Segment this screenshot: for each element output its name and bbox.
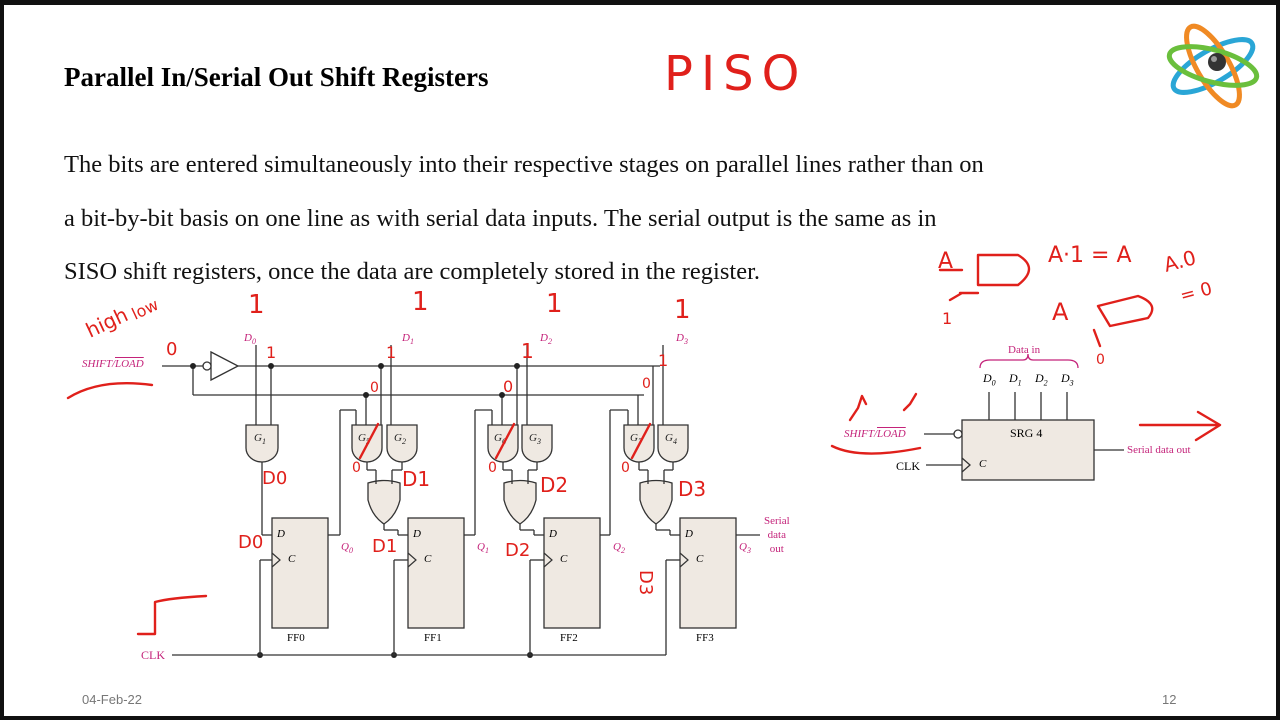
zero-annotation-5: 0 (488, 460, 497, 476)
and-note-2: A.0 (1161, 245, 1199, 277)
small-one-4: 1 (658, 351, 668, 370)
ff0-c-label: C (288, 553, 296, 565)
gate-g1-label: G1 (254, 432, 266, 447)
one-label: 1 (942, 309, 952, 328)
ff3-c-label: C (696, 553, 704, 565)
small-one-1: 1 (266, 343, 276, 362)
paragraph-line-2: a bit-by-bit basis on one line as with s… (64, 204, 937, 232)
a-label-1: A (938, 249, 953, 274)
q3-label: Q3 (739, 541, 751, 556)
shift-load-label: SHIFT/LOAD (82, 358, 144, 370)
paragraph-line-1: The bits are entered simultaneously into… (64, 151, 984, 178)
zero-annotation-4: 0 (352, 460, 361, 476)
one-annotation-d2: 1 (546, 289, 563, 319)
zero-annotation-3: 0 (642, 376, 651, 392)
one-annotation-d3: 1 (674, 295, 691, 325)
ff1-d-label: D (413, 528, 421, 540)
data-input-d3: D3 (676, 332, 688, 347)
ff0-name: FF0 (287, 632, 305, 644)
zero-annotation-6: 0 (621, 460, 630, 476)
q2-label: Q2 (613, 541, 625, 556)
gate-g2-label: G2 (394, 432, 406, 447)
ff3-d-label: D (685, 528, 693, 540)
q0-label: Q0 (341, 541, 353, 556)
data-input-d0: D0 (244, 332, 256, 347)
and-note-1: A·1 = A (1048, 243, 1132, 268)
srg-input-d1: D1 (1009, 371, 1022, 388)
srg-input-d2: D2 (1035, 371, 1048, 388)
srg-name: SRG 4 (1010, 426, 1043, 440)
d2-gate-annotation: D2 (540, 473, 568, 497)
serial-data-out-label: Serial data out (764, 515, 790, 555)
ff2-d-label: D (549, 528, 557, 540)
one-annotation-d1: 1 (412, 287, 429, 317)
ff1-name: FF1 (424, 632, 442, 644)
d1-gate-annotation: D1 (402, 467, 430, 491)
shift-zero-annotation: 0 (166, 339, 177, 360)
gate-g4-label: G4 (665, 432, 677, 447)
q1-label: Q1 (477, 541, 489, 556)
and-note-3: = 0 (1178, 278, 1215, 307)
data-input-d2: D2 (540, 332, 552, 347)
srg-clk-label: CLK (896, 459, 920, 473)
d2-ff-annotation: D2 (505, 540, 530, 561)
gate-g3-label: G3 (529, 432, 541, 447)
one-annotation-d0: 1 (248, 290, 265, 320)
slide-title: Parallel In/Serial Out Shift Registers (64, 62, 489, 92)
zero-annotation-1: 0 (370, 380, 379, 396)
ff2-c-label: C (560, 553, 568, 565)
srg-shift-load-label: SHIFT/LOAD (844, 428, 906, 440)
small-one-2: 1 (386, 343, 396, 362)
high-annotation: high (82, 302, 132, 342)
srg-input-d0: D0 (983, 371, 996, 388)
ff3-name: FF3 (696, 632, 714, 644)
slide-paragraph: The bits are entered simultaneously into… (64, 138, 1194, 299)
atom-logo-icon (1160, 10, 1266, 122)
a-label-2: A (1052, 298, 1069, 326)
paragraph-line-3: SISO shift registers, once the data are … (64, 258, 761, 285)
footer-date: 04-Feb-22 (82, 692, 142, 707)
srg-c-label: C (979, 458, 987, 470)
small-one-3: 1 (521, 339, 534, 363)
zero-label: 0 (1096, 352, 1105, 368)
srg-input-d3: D3 (1061, 371, 1074, 388)
clk-label: CLK (141, 648, 165, 662)
ff0-d-label: D (277, 528, 285, 540)
low-annotation: low (129, 295, 162, 324)
d0-gate-annotation: D0 (262, 468, 287, 489)
data-input-d1: D1 (402, 332, 414, 347)
d3-ff-annotation: D3 (635, 570, 656, 595)
srg-serial-out-label: Serial data out (1127, 444, 1191, 456)
ff2-name: FF2 (560, 632, 578, 644)
d3-gate-annotation: D3 (678, 477, 706, 501)
d0-ff-annotation: D0 (238, 532, 263, 553)
ff1-c-label: C (424, 553, 432, 565)
piso-annotation: PISO (664, 46, 807, 102)
zero-annotation-2: 0 (503, 377, 513, 396)
data-in-label: Data in (1008, 344, 1041, 356)
d1-ff-annotation: D1 (372, 536, 397, 557)
footer-page-number: 12 (1162, 692, 1177, 707)
